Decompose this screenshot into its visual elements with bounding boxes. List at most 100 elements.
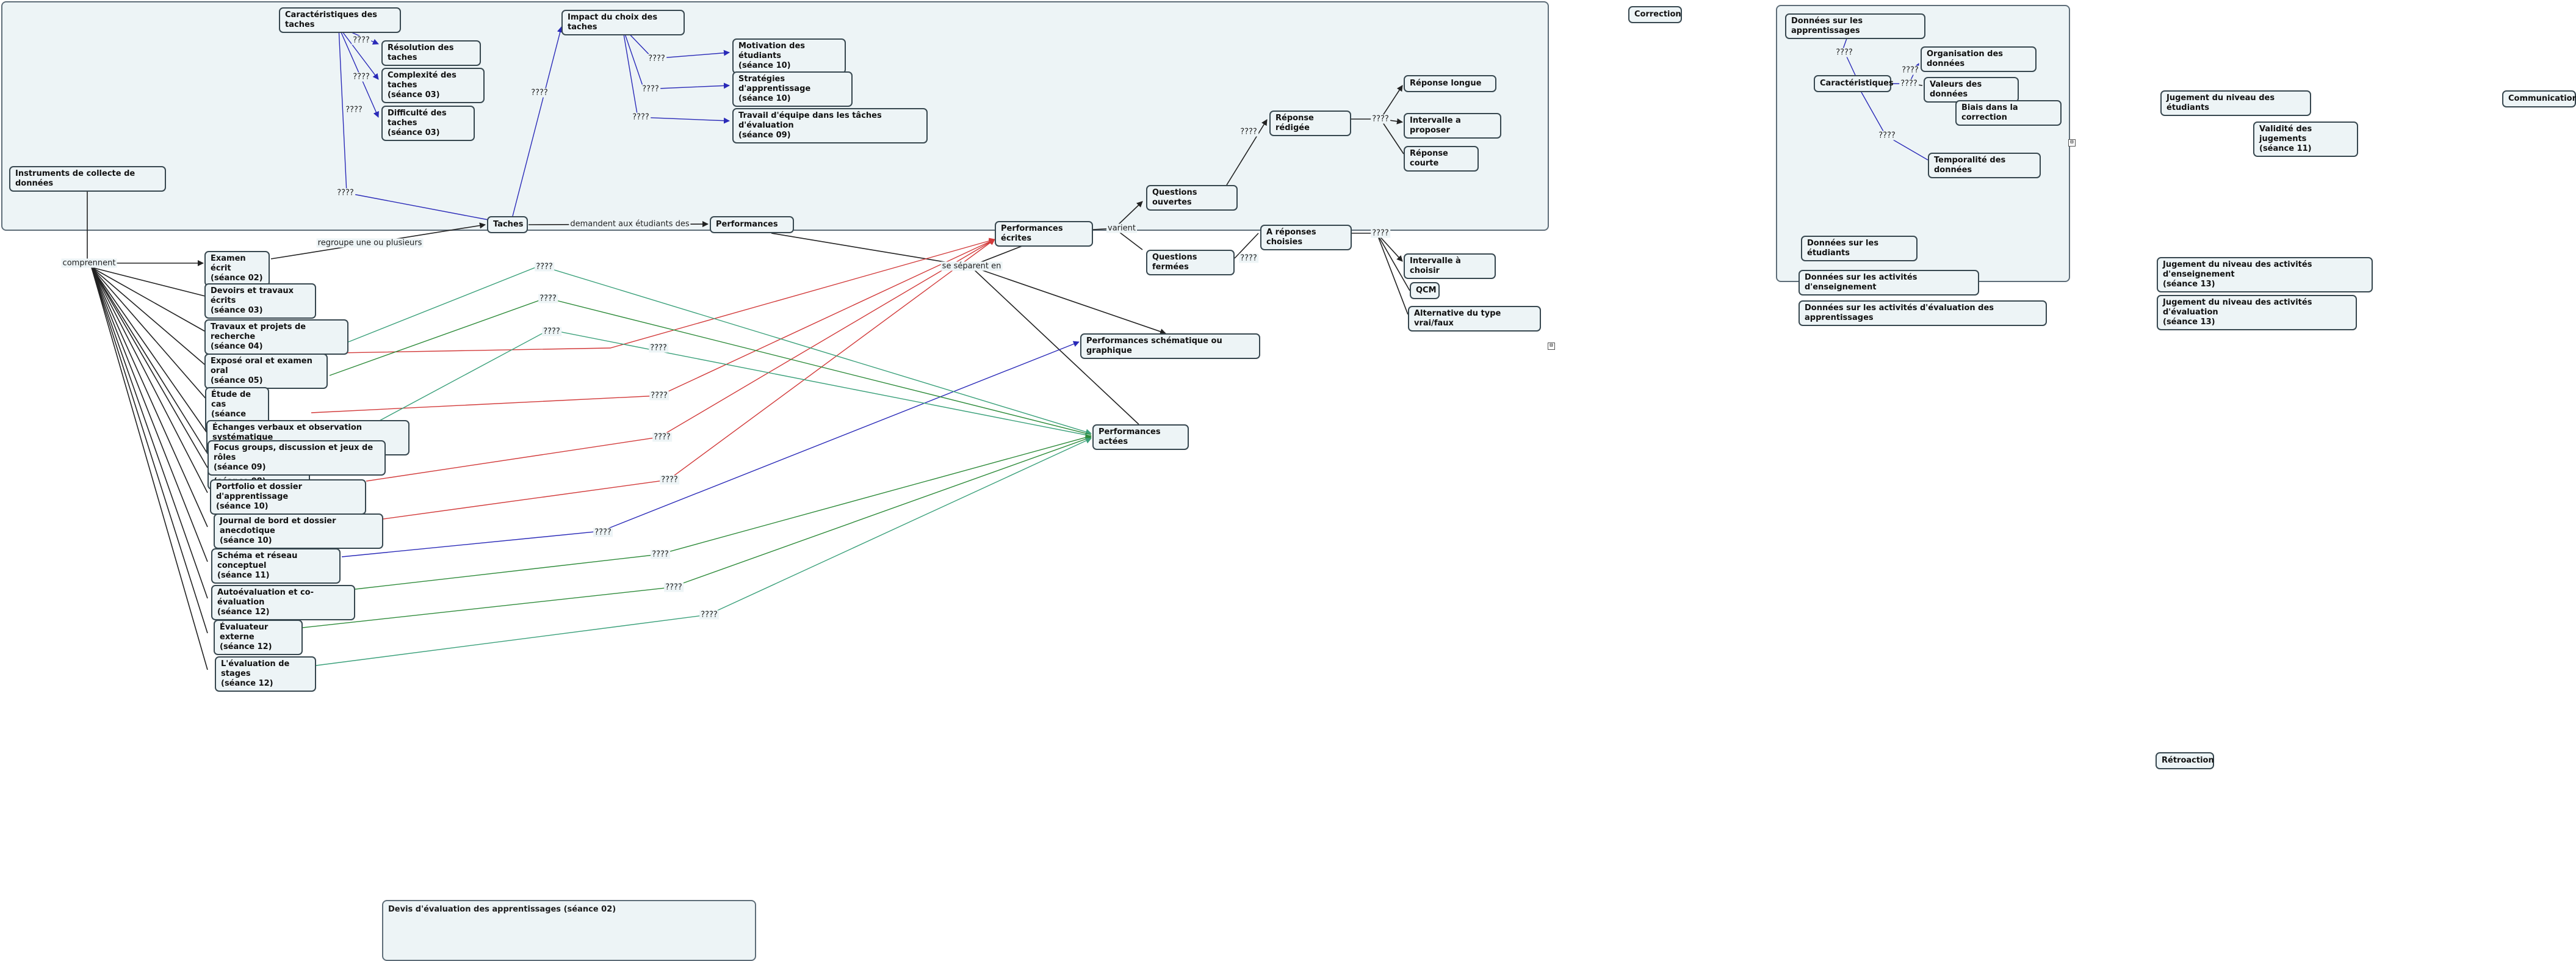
edge-label-unknown-0: ???? bbox=[352, 35, 371, 45]
node-reponse-courte[interactable]: Réponse courte bbox=[1404, 146, 1479, 172]
node-portfolio[interactable]: Portfolio et dossier d'apprentissage (sé… bbox=[210, 479, 366, 515]
node-correction[interactable]: Correction bbox=[1628, 6, 1682, 23]
node-difficulte[interactable]: Difficulté des taches (séance 03) bbox=[381, 106, 475, 141]
node-temporalite[interactable]: Temporalité des données bbox=[1928, 153, 2041, 178]
node-stages[interactable]: L'évaluation de stages (séance 12) bbox=[215, 656, 316, 692]
node-reponse-redigee[interactable]: Réponse rédigée bbox=[1269, 111, 1351, 136]
node-text: Résolution des taches bbox=[388, 43, 454, 62]
node-performances[interactable]: Performances bbox=[710, 216, 794, 233]
edge-label-unknown-11: ???? bbox=[1371, 228, 1390, 238]
node-taches[interactable]: Taches bbox=[487, 216, 528, 233]
node-text: Caractéristiques bbox=[1820, 79, 1894, 88]
connector-line-47 bbox=[302, 436, 1092, 628]
edge-label-unknown-15: ???? bbox=[649, 343, 668, 353]
connector-line-38 bbox=[270, 238, 995, 355]
node-text: Évaluateur externe (séance 12) bbox=[220, 623, 272, 651]
node-text: Organisation des données bbox=[1927, 49, 2004, 68]
node-text: Données sur les activités d'enseignement bbox=[1805, 273, 1918, 292]
node-communication[interactable]: Communication bbox=[2502, 90, 2576, 107]
node-text: Travaux et projets de recherche (séance … bbox=[211, 322, 306, 351]
node-valeurs[interactable]: Valeurs des données bbox=[1924, 77, 2019, 103]
node-autoevaluation[interactable]: Autoévaluation et co-évaluation (séance … bbox=[211, 585, 355, 620]
connector-line-48 bbox=[316, 438, 1092, 666]
node-focus[interactable]: Focus groups, discussion et jeux de rôle… bbox=[207, 440, 386, 476]
node-biais[interactable]: Biais dans la correction bbox=[1955, 100, 2062, 126]
edge-label-unknown-8: ???? bbox=[1239, 127, 1258, 137]
node-text: Journal de bord et dossier anecdotique (… bbox=[220, 517, 336, 545]
node-jugement-evaluation[interactable]: Jugement du niveau des activités d'évalu… bbox=[2157, 295, 2357, 330]
node-intervalle-choisir[interactable]: Intervalle à choisir bbox=[1404, 253, 1496, 279]
collapse-correction-icon[interactable]: ⊟ bbox=[2068, 139, 2076, 147]
node-vrai-faux[interactable]: Alternative du type vrai/faux bbox=[1408, 306, 1541, 332]
node-instruments[interactable]: Instruments de collecte de données bbox=[9, 166, 166, 192]
node-donnees-etudiants[interactable]: Données sur les étudiants bbox=[1801, 236, 1918, 261]
node-complexite[interactable]: Complexité des taches (séance 03) bbox=[381, 68, 485, 103]
node-validite[interactable]: Validité des jugements (séance 11) bbox=[2253, 121, 2358, 157]
connector-line-33 bbox=[1380, 118, 1404, 154]
node-examen-ecrit[interactable]: Examen écrit (séance 02) bbox=[204, 251, 270, 286]
connector-line-43 bbox=[348, 265, 1092, 435]
node-qcm[interactable]: QCM bbox=[1410, 282, 1440, 299]
node-text: Focus groups, discussion et jeux de rôle… bbox=[214, 443, 373, 472]
node-text: Motivation des étudiants (séance 10) bbox=[738, 42, 806, 70]
node-donnees-evaluation[interactable]: Données sur les activités d'évaluation d… bbox=[1799, 300, 2047, 326]
edge-label-unknown-25: ???? bbox=[1877, 131, 1897, 140]
node-reponse-longue[interactable]: Réponse longue bbox=[1404, 75, 1496, 92]
node-journal[interactable]: Journal de bord et dossier anecdotique (… bbox=[214, 513, 383, 549]
node-text: Biais dans la correction bbox=[1961, 103, 2018, 122]
node-text: Impact du choix des taches bbox=[568, 13, 658, 32]
node-strategies[interactable]: Stratégies d'apprentissage (séance 10) bbox=[732, 71, 853, 107]
node-retroaction[interactable]: Rétroaction bbox=[2156, 752, 2214, 769]
node-devoirs[interactable]: Devoirs et travaux écrits (séance 03) bbox=[204, 283, 316, 319]
node-impact[interactable]: Impact du choix des taches bbox=[561, 10, 685, 35]
node-intervalle-proposer[interactable]: Intervalle a proposer bbox=[1404, 113, 1501, 139]
node-travaux-projets[interactable]: Travaux et projets de recherche (séance … bbox=[204, 319, 348, 355]
connector-line-36 bbox=[1376, 233, 1410, 291]
node-text: Temporalité des données bbox=[1934, 156, 2006, 175]
node-text: Examen écrit (séance 02) bbox=[211, 254, 263, 283]
edge-label-unknown-14: ???? bbox=[542, 327, 561, 336]
node-motivation[interactable]: Motivation des étudiants (séance 10) bbox=[732, 38, 846, 74]
node-perf-schematique[interactable]: Performances schématique ou graphique bbox=[1080, 333, 1260, 359]
node-expose[interactable]: Exposé oral et examen oral (séance 05) bbox=[204, 354, 328, 389]
node-travail-equipe[interactable]: Travail d'équipe dans les tâches d'évalu… bbox=[732, 108, 928, 143]
connector-line-41 bbox=[383, 239, 995, 520]
connector-line-11 bbox=[91, 267, 208, 562]
node-jugement-enseignement[interactable]: Jugement du niveau des activités d'ensei… bbox=[2157, 257, 2373, 292]
node-organisation[interactable]: Organisation des données bbox=[1921, 46, 2037, 72]
edge-label-unknown-7: ???? bbox=[631, 112, 651, 122]
node-text: Difficulté des taches (séance 03) bbox=[388, 109, 447, 137]
node-text: Performances écrites bbox=[1001, 224, 1063, 243]
node-reponses-choisies[interactable]: A réponses choisies bbox=[1260, 225, 1352, 250]
node-text: Caractéristiques des taches bbox=[285, 10, 378, 29]
node-donnees-enseignement[interactable]: Données sur les activités d'enseignement bbox=[1799, 270, 1979, 296]
node-caracteristiques[interactable]: Caractéristiques bbox=[1814, 75, 1894, 92]
node-jugement-etudiants[interactable]: Jugement du niveau des étudiants bbox=[2160, 90, 2311, 116]
node-perf-ecrites[interactable]: Performances écrites bbox=[995, 221, 1093, 247]
node-questions-fermees[interactable]: Questions fermées bbox=[1146, 250, 1235, 275]
node-perf-actees[interactable]: Performances actées bbox=[1092, 424, 1189, 450]
node-text: Données sur les apprentissages bbox=[1791, 16, 1863, 35]
node-donnees-apprentissages[interactable]: Données sur les apprentissages bbox=[1785, 13, 1925, 39]
collapse-main-icon[interactable]: ⊟ bbox=[1548, 343, 1555, 350]
edge-label-unknown-26: ???? bbox=[1900, 65, 1920, 75]
node-text: Alternative du type vrai/faux bbox=[1414, 309, 1501, 328]
node-caract-taches[interactable]: Caractéristiques des taches bbox=[279, 7, 401, 33]
edge-label-unknown-16: ???? bbox=[649, 391, 669, 401]
node-evaluateur[interactable]: Évaluateur externe (séance 12) bbox=[214, 620, 303, 655]
edge-label-separent: se séparent en bbox=[940, 261, 1003, 271]
node-resolution[interactable]: Résolution des taches bbox=[381, 40, 481, 66]
edge-label-unknown-9: ???? bbox=[1371, 114, 1390, 124]
connector-line-14 bbox=[91, 267, 208, 670]
node-text: Questions fermées bbox=[1152, 253, 1197, 272]
node-schema[interactable]: Schéma et réseau conceptuel (séance 11) bbox=[211, 548, 341, 584]
edge-label-unknown-1: ???? bbox=[352, 72, 371, 82]
edge-label-unknown-23: ???? bbox=[1835, 48, 1854, 57]
node-questions-ouvertes[interactable]: Questions ouvertes bbox=[1146, 185, 1238, 211]
connector-line-12 bbox=[91, 267, 208, 599]
node-text: Taches bbox=[493, 220, 524, 229]
connector-line-3 bbox=[91, 267, 208, 333]
connector-line-2 bbox=[91, 267, 208, 297]
connector-line-46 bbox=[355, 434, 1092, 590]
